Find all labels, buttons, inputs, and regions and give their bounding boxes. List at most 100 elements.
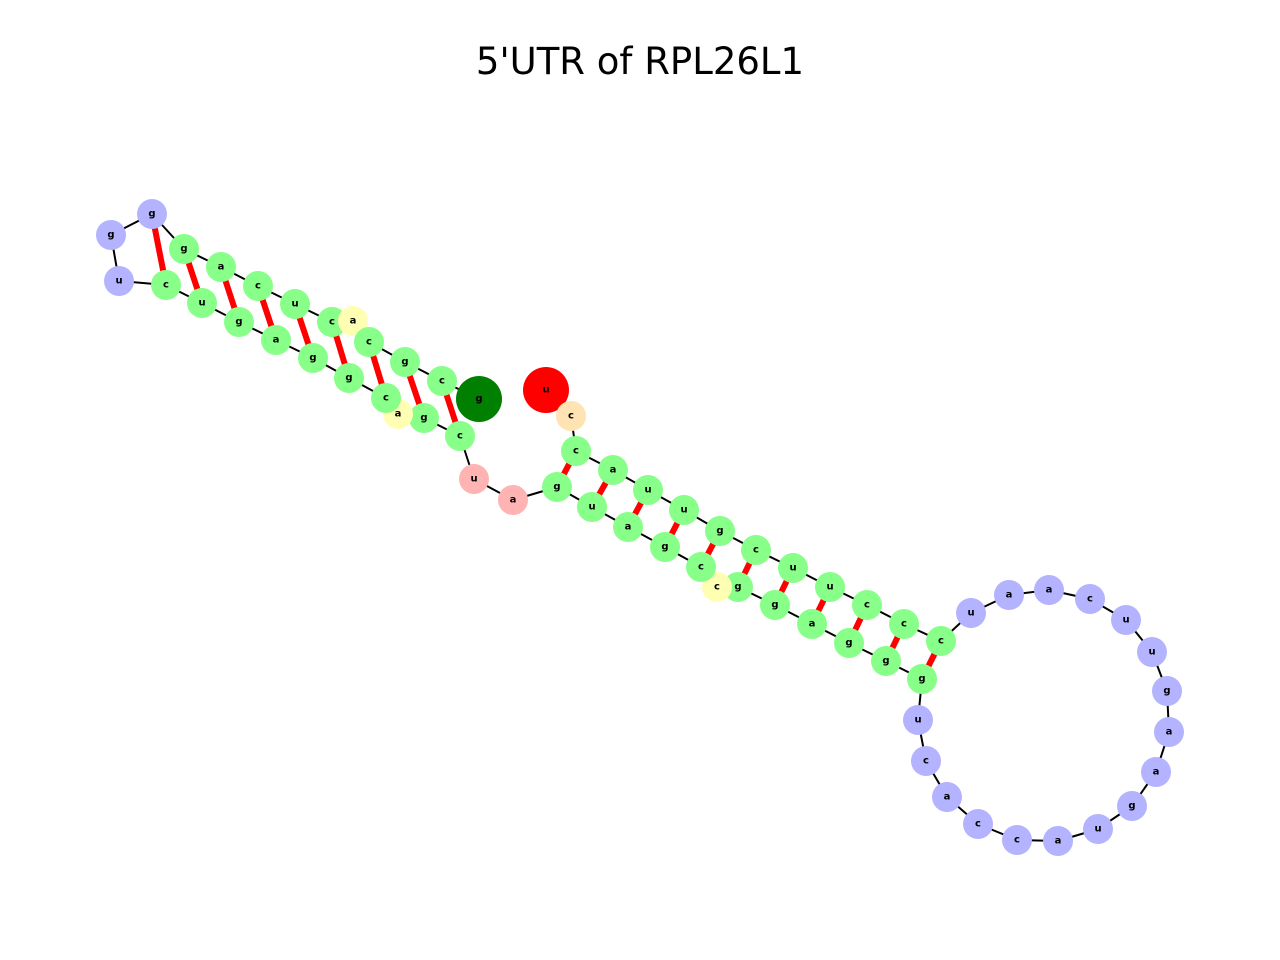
nucleotide-label: g [734,582,741,593]
nucleotide-node [561,436,591,466]
nucleotide-stem: c [151,270,181,300]
nucleotide-stem: a [261,325,291,355]
nucleotide-label: c [329,317,335,328]
nucleotide-label: c [366,337,372,348]
nucleotide-label: a [1006,590,1013,601]
nucleotide-label: c [383,393,389,404]
nucleotide-label: g [148,209,155,220]
nucleotide-label: a [1046,585,1053,596]
nucleotide-stem: g [907,664,937,694]
nucleotide-label: u [789,563,796,574]
nucleotide-node [459,464,489,494]
nucleotide-stem: u [187,288,217,318]
nucleotide-label: c [568,411,574,422]
nucleotide-stem: g [298,343,328,373]
nucleotide-label: a [350,316,357,327]
nucleotide-label: a [395,409,402,420]
nucleotide-stem: c [686,552,716,582]
nucleotide-node [542,472,572,502]
nucleotide-hairpin-loop: u [903,705,933,735]
nucleotide-hairpin-loop: u [1137,637,1167,667]
nucleotide-interior-loop: c [702,572,732,602]
nucleotide-stem: a [613,512,643,542]
nucleotide-label: u [470,474,477,485]
nucleotide-label: g [345,373,352,384]
nucleotide-node [280,289,310,319]
nucleotide-hairpin-loop: u [1083,814,1113,844]
nucleotide-label: u [644,485,651,496]
nucleotide-node [760,590,790,620]
nucleotide-label: c [938,636,944,647]
nucleotide-node [633,475,663,505]
nucleotide-node [1002,825,1032,855]
nucleotide-hairpin-loop: a [1043,826,1073,856]
nucleotide-stem: c [243,271,273,301]
nucleotide-label: g [309,353,316,364]
nucleotide-hairpin-loop: a [994,580,1024,610]
nucleotide-interior-loop: a [338,306,368,336]
nucleotide-node [298,343,328,373]
nucleotide-node [903,705,933,735]
nucleotide-node [797,609,827,639]
nucleotide-node [650,532,680,562]
nucleotide-node [338,306,368,336]
nucleotide-node [871,646,901,676]
nucleotide-node [926,626,956,656]
nucleotide-label: u [198,298,205,309]
nucleotide-label: g [1128,801,1135,812]
nucleotide-label: g [661,542,668,553]
nucleotide-label: g [401,357,408,368]
nucleotide-label: g [845,638,852,649]
nucleotide-hairpin-loop: c [963,809,993,839]
nucleotide-hairpin-loop: g [96,220,126,250]
nucleotide-node [834,628,864,658]
nucleotide-node [1034,575,1064,605]
nucleotide-node [409,403,439,433]
nucleotide-stem: g [871,646,901,676]
nucleotide-node [963,809,993,839]
nucleotide-label: u [588,502,595,513]
nucleotide-stem: g [409,403,439,433]
nucleotide-label: u [826,582,833,593]
nucleotide-label: c [457,431,463,442]
nucleotide-hairpin-loop: c [1075,584,1105,614]
nucleotide-stem: a [797,609,827,639]
nucleotide-label: c [975,819,981,830]
nucleotide-hairpin-loop: c [1002,825,1032,855]
nucleotide-label: g [180,244,187,255]
nucleotide-stem: c [371,383,401,413]
nucleotide-stem: c [889,609,919,639]
nucleotide-label: a [1055,836,1062,847]
nucleotide-node [224,307,254,337]
nucleotide-label: u [1094,824,1101,835]
nucleotide-hairpin-loop: a [932,782,962,812]
nucleotide-stem: u [280,289,310,319]
nucleotide-stem: c [445,421,475,451]
nucleotide-label: a [273,335,280,346]
nucleotide-node [1117,791,1147,821]
nucleotide-node [702,572,732,602]
nucleotide-node [334,363,364,393]
nucleotide-stem: a [598,455,628,485]
nucleotide-stem: c [561,436,591,466]
nucleotide-label: u [115,276,122,287]
nucleotide-label: c [573,446,579,457]
nucleotide-exterior-loop: u [459,464,489,494]
nucleotide-node [498,485,528,515]
nucleotide-label: u [1148,647,1155,658]
nucleotide-label: c [1087,594,1093,605]
nucleotide-node [1152,676,1182,706]
nucleotide-three-prime-end: g [456,376,502,422]
nucleotide-stem: c [354,327,384,357]
nucleotide-hairpin-loop: a [1141,757,1171,787]
nucleotide-node [994,580,1024,610]
nucleotide-node [96,220,126,250]
nucleotide-node [187,288,217,318]
nucleotide-label: u [914,715,921,726]
nucleotide-label: g [475,394,482,405]
nucleotide-node [427,366,457,396]
nucleotide-label: a [510,495,517,506]
nucleotide-node [889,609,919,639]
nucleotide-hairpin-loop: g [1117,791,1147,821]
